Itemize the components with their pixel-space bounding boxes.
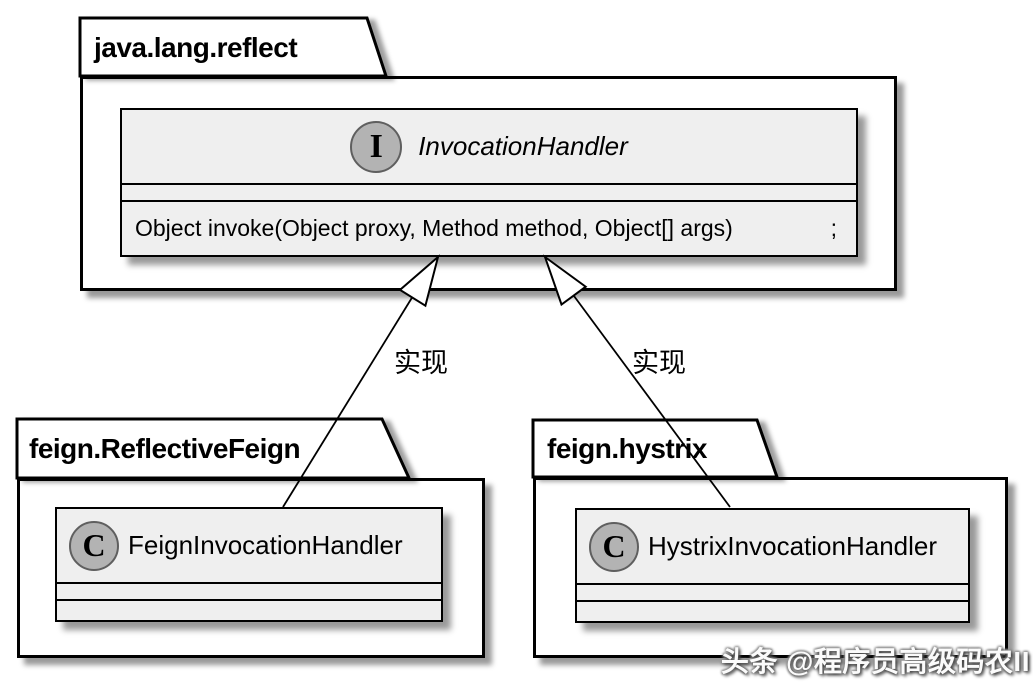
realization-label-hystrix: 实现 <box>632 348 686 378</box>
interface-box-invocationhandler: I InvocationHandler Object invoke(Object… <box>120 108 858 257</box>
watermark-text: 头条 @程序员高级码农II <box>720 646 1030 677</box>
class-box-hystrixinvocationhandler: C HystrixInvocationHandler <box>575 508 970 623</box>
class-stereotype-icon: C <box>69 520 119 571</box>
interface-method-signature: Object invoke(Object proxy, Method metho… <box>135 215 733 241</box>
interface-methods-section: Object invoke(Object proxy, Method metho… <box>122 200 856 255</box>
interface-stereotype-icon: I <box>350 120 403 173</box>
class-name-section: C FeignInvocationHandler <box>57 509 441 582</box>
realization-line-hystrix <box>573 295 731 508</box>
interface-fields-section <box>122 183 856 200</box>
class-name-section: C HystrixInvocationHandler <box>577 510 968 583</box>
interface-name: InvocationHandler <box>418 131 628 161</box>
class-box-feigninvocationhandler: C FeignInvocationHandler <box>55 507 443 622</box>
package-title-feign-reflectivefeign: feign.ReflectiveFeign <box>29 433 301 464</box>
package-title-feign-hystrix: feign.hystrix <box>547 433 707 464</box>
class-methods-section <box>577 600 968 621</box>
interface-name-section: I InvocationHandler <box>122 110 856 183</box>
realization-label-feign: 实现 <box>394 348 448 378</box>
interface-method-terminator: ; <box>830 215 837 241</box>
realization-line-feign <box>282 295 414 508</box>
class-methods-section <box>57 599 441 620</box>
class-name: FeignInvocationHandler <box>128 530 403 560</box>
package-title-java-lang-reflect: java.lang.reflect <box>94 32 298 63</box>
class-name: HystrixInvocationHandler <box>648 531 938 561</box>
class-fields-section <box>57 582 441 599</box>
class-fields-section <box>577 583 968 600</box>
class-stereotype-icon: C <box>589 521 639 572</box>
